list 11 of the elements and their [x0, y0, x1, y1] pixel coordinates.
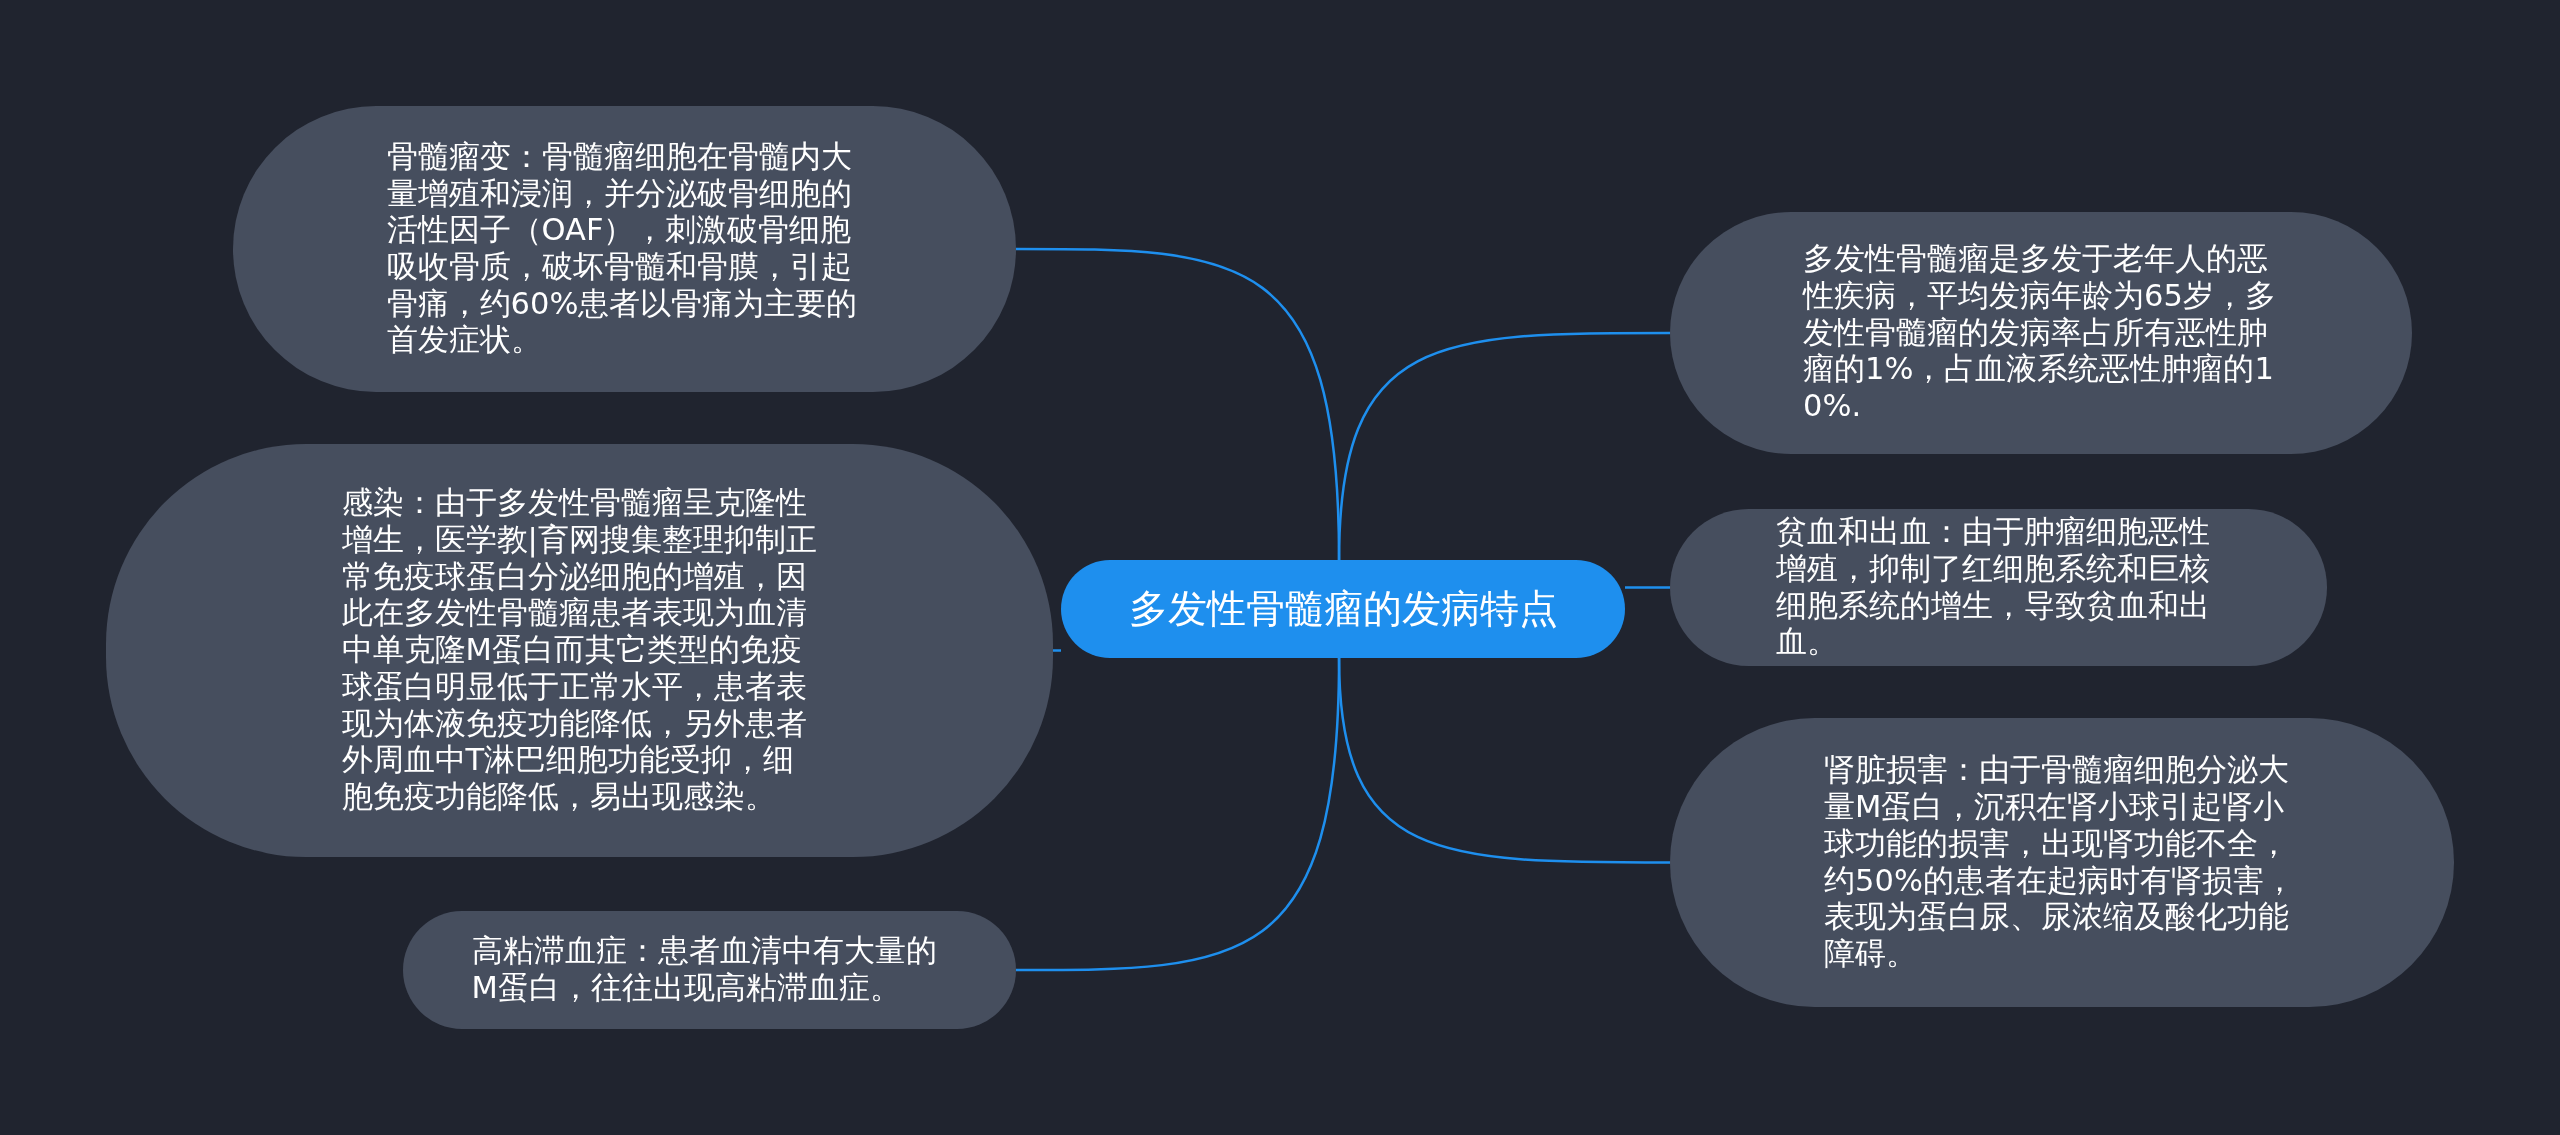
connector-line [1625, 586, 1670, 589]
connector-line [1337, 657, 1670, 864]
connector-line [1337, 331, 1670, 561]
connector-line [1053, 649, 1061, 652]
topic-text: 骨髓瘤变：骨髓瘤细胞在骨髓内大量增殖和浸润，并分泌破骨细胞的活性因子（OAF），刺激破骨细胞吸收骨质，破坏骨髓和骨膜，引起骨痛，约60%患者以骨痛为主要的首发症状。 [386, 138, 859, 360]
topic-text: 肾脏损害：由于骨髓瘤细胞分泌大量M蛋白，沉积在肾小球引起肾小球功能的损害，出现肾功能不全，约50%的患者在起病时有肾损害，表现为蛋白尿、尿浓缩及酸化功能障碍。 [1824, 752, 2296, 973]
topic-text: 感染：由于多发性骨髓瘤呈克隆性增生，医学教|育网搜集整理抑制正常免疫球蛋白分泌细胞的增殖，因此在多发性骨髓瘤患者表现为血清中单克隆M蛋白而其它类型的免疫球蛋白明显低于正常水平，患者表现为体液免疫功能降低，另外患者外周血中T淋巴细胞功能受抑，细胞免疫功能降低，易出现感染。 [341, 485, 818, 816]
topic-text: 贫血和出血：由于肿瘤细胞恶性增殖，抑制了红细胞系统和巨核细胞系统的增生，导致贫血和出血。 [1775, 514, 2211, 661]
topic-text: 高粘滞血症：患者血清中有大量的M蛋白，往往出现高粘滞血症。 [471, 933, 938, 1007]
topic-text: 多发性骨髓瘤是多发于老年人的恶性疾病，平均发病年龄为65岁，多发性骨髓瘤的发病率占所有恶性肿瘤的1%，占血液系统恶性肿瘤的10%. [1803, 241, 2277, 425]
central-topic-text: 多发性骨髓瘤的发病特点 [1128, 585, 1558, 633]
